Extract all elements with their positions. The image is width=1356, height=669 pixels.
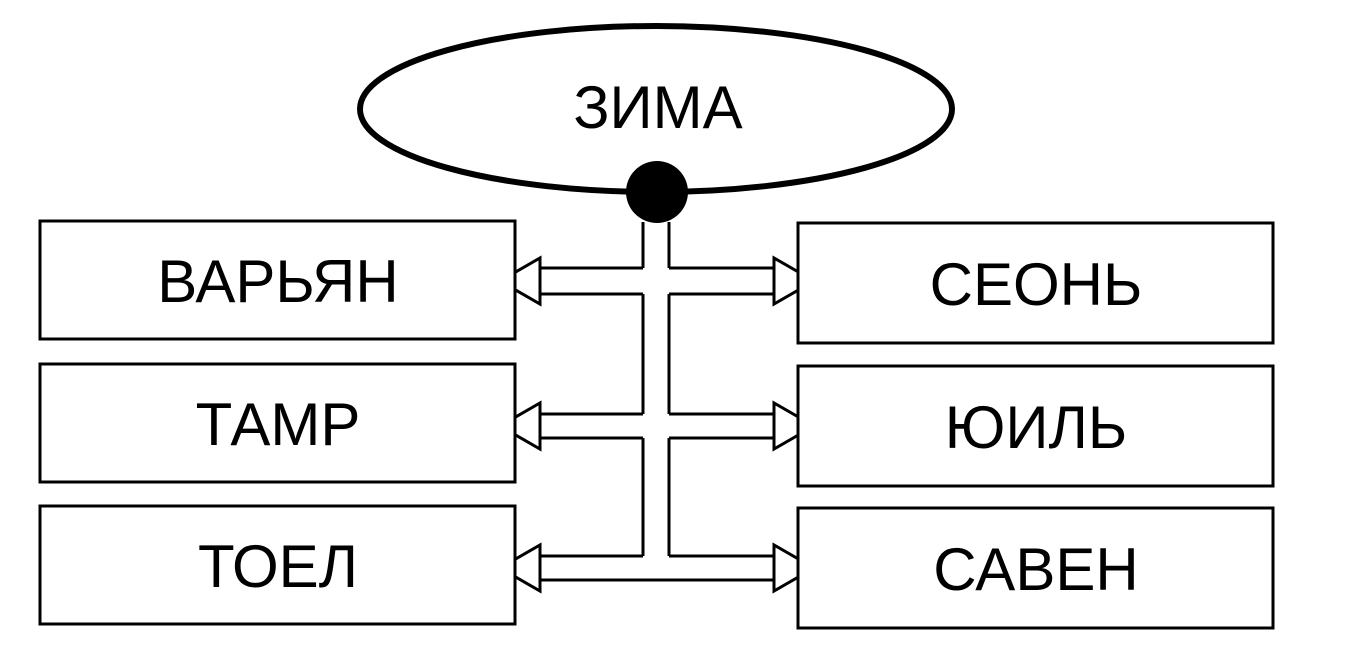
arrow-left-2 [496, 400, 542, 452]
arrow-left-3 [496, 542, 542, 594]
right-box-2: ЮИЛЬ [796, 364, 1275, 488]
hub-dot [626, 161, 688, 223]
arrow-right-1 [772, 255, 818, 307]
left-box-3: ТОЕЛ [38, 504, 517, 626]
left-box-2: ТАМР [38, 362, 517, 484]
left-boxes: ВАРЬЯН ТАМР ТОЕЛ [38, 219, 517, 626]
arrowheads [496, 255, 818, 594]
right-boxes: СЕОНЬ ЮИЛЬ САВЕН [796, 221, 1275, 630]
right-box-label: СЕОНЬ [930, 251, 1143, 318]
right-box-label: ЮИЛЬ [945, 394, 1128, 461]
left-box-label: ТОЕЛ [198, 533, 358, 600]
left-box-1: ВАРЬЯН [38, 219, 517, 341]
arrow-right-3 [772, 542, 818, 594]
right-box-1: СЕОНЬ [796, 221, 1275, 345]
connector-pipes [540, 222, 780, 582]
left-box-label: ТАМР [196, 391, 361, 458]
center-node: ЗИМА [357, 23, 955, 223]
left-box-label: ВАРЬЯН [157, 248, 398, 315]
right-box-label: САВЕН [933, 536, 1138, 603]
right-box-3: САВЕН [796, 506, 1275, 630]
arrow-right-2 [772, 400, 818, 452]
center-label: ЗИМА [573, 74, 742, 141]
arrow-left-1 [496, 255, 542, 307]
